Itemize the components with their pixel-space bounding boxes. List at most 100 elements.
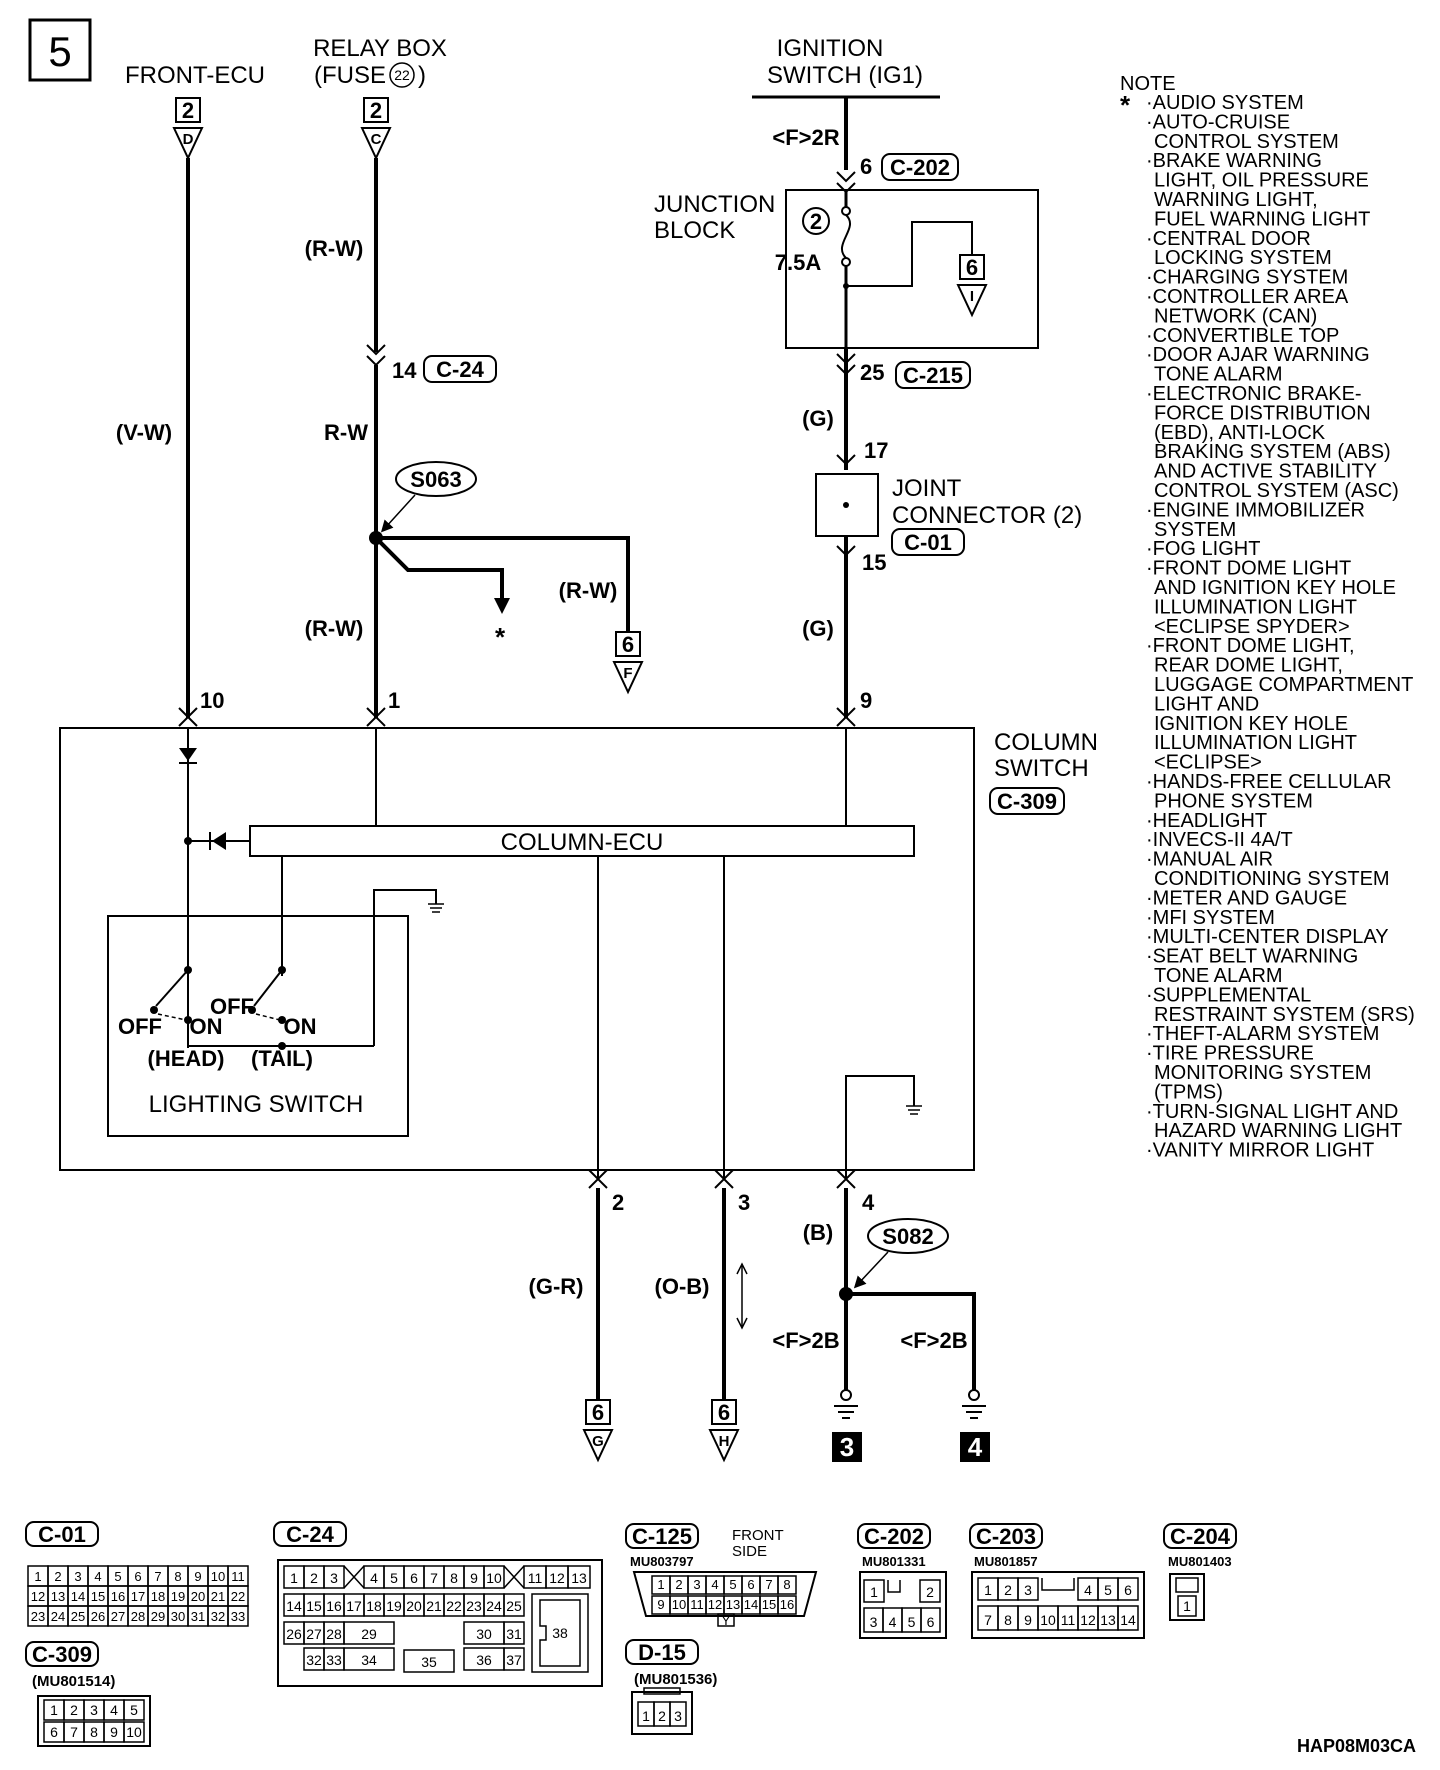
pin-number: 12 — [708, 1597, 722, 1612]
jb-fuse-rating: 7.5A — [775, 250, 822, 275]
front-ecu-page-box[interactable] — [175, 97, 201, 123]
front-ecu-diode — [179, 748, 197, 761]
ground-b-location: <F>2B — [900, 1328, 967, 1353]
relay-box-page-box[interactable] — [363, 97, 389, 123]
pin-number: 22 — [446, 1598, 462, 1614]
c202-id: C-202 — [890, 155, 950, 180]
note-line: HAZARD WARNING LIGHT — [1154, 1120, 1402, 1142]
joint-connector-dot — [843, 502, 849, 508]
c309-housing — [37, 1695, 151, 1747]
s082-splice-callout[interactable] — [867, 1218, 949, 1254]
pin-number: 1 — [984, 1582, 992, 1598]
pin-number: 6 — [50, 1724, 58, 1740]
pin-number: 2 — [70, 1702, 78, 1718]
pin-number: 35 — [421, 1654, 437, 1670]
pin-number: 37 — [506, 1652, 522, 1668]
note-star: * — [1120, 90, 1131, 120]
pin-number: 1 — [290, 1570, 298, 1586]
tail-on-label: ON — [284, 1014, 317, 1039]
ground-a-number: 3 — [840, 1432, 854, 1462]
pin-number: 12 — [31, 1589, 45, 1604]
pin-number: 9 — [657, 1597, 664, 1612]
pin-number: 5 — [114, 1569, 121, 1584]
pin17-mark — [836, 454, 856, 466]
c125-key-label: Y — [722, 1613, 731, 1628]
c215-id-box[interactable] — [895, 361, 971, 389]
pin-number: 25 — [506, 1598, 522, 1614]
jb-fuse-number: 2 — [810, 209, 822, 234]
c24-blank-cell — [503, 1565, 525, 1589]
pin-15: 15 — [862, 550, 886, 575]
head-off-label: OFF — [118, 1014, 162, 1039]
c125-conn-tag[interactable] — [625, 1523, 699, 1549]
note-line: <ECLIPSE SPYDER> — [1154, 616, 1350, 638]
head-switch-link — [157, 1013, 187, 1021]
c204-latch — [1175, 1577, 1199, 1593]
pin-4: 4 — [862, 1190, 875, 1215]
pin-cell — [123, 1699, 145, 1721]
pin-number: 16 — [780, 1597, 794, 1612]
pin-cell — [1177, 1595, 1197, 1617]
c01-conn-tag[interactable] — [25, 1521, 99, 1547]
d15-conn-tag[interactable] — [625, 1639, 699, 1665]
c202-housing — [859, 1571, 947, 1639]
pin-number: 30 — [171, 1609, 185, 1624]
pin-number: 23 — [31, 1609, 45, 1624]
pin-number: 2 — [310, 1570, 318, 1586]
note-line: REAR DOME LIGHT, — [1154, 655, 1343, 677]
c24-conn-tag[interactable] — [273, 1521, 347, 1547]
pin-number: 27 — [306, 1626, 322, 1642]
pin-number: 15 — [91, 1589, 105, 1604]
ground-a-box[interactable] — [832, 1432, 862, 1462]
pin-number: 27 — [111, 1609, 125, 1624]
c309-id-box[interactable] — [989, 787, 1065, 815]
ground-b-box[interactable] — [960, 1432, 990, 1462]
note-line: IGNITION KEY HOLE — [1154, 713, 1348, 735]
pin-10: 10 — [200, 688, 224, 713]
pin-number: 1 — [657, 1577, 664, 1592]
pin-number: 12 — [549, 1570, 565, 1586]
note-line: ·CHARGING SYSTEM — [1146, 267, 1348, 289]
i-branch-page-box[interactable] — [959, 254, 985, 280]
c204-conn-tag[interactable] — [1163, 1523, 1237, 1549]
c24-blank-cell — [343, 1565, 365, 1589]
c215-id: C-215 — [903, 363, 963, 388]
note-line: FUEL WARNING LIGHT — [1154, 208, 1370, 230]
note-line: TONE ALARM — [1154, 965, 1283, 987]
note-line: <ECLIPSE> — [1154, 752, 1262, 774]
tail-switch-link — [255, 1013, 281, 1021]
pin-number: 26 — [91, 1609, 105, 1624]
relay-box-fuse-label: (FUSE — [314, 62, 386, 89]
note-line: WARNING LIGHT, — [1154, 189, 1318, 211]
pin-cell — [503, 1593, 525, 1617]
pin-number: 1 — [50, 1702, 58, 1718]
c24-id: C-24 — [436, 357, 484, 382]
pin-number: 26 — [286, 1626, 302, 1642]
pin-number: 13 — [51, 1589, 65, 1604]
front-ecu-ref: D — [183, 131, 194, 148]
c202-conn-tag[interactable] — [857, 1523, 931, 1549]
pin-number: 8 — [90, 1724, 98, 1740]
pin-number: 14 — [1120, 1612, 1136, 1628]
c01-id-box[interactable] — [891, 528, 965, 556]
joint-connector-label: JOINT — [892, 475, 962, 502]
c125-side-1: FRONT — [732, 1527, 784, 1544]
s082-splice-label: S082 — [882, 1224, 933, 1249]
h-page-box[interactable] — [711, 1399, 737, 1425]
relay-wire-color-top: (R-W) — [305, 236, 364, 261]
f-branch-page-box[interactable] — [615, 631, 641, 657]
s063-splice-callout[interactable] — [395, 461, 477, 497]
c309-conn-tag[interactable] — [25, 1641, 99, 1667]
c24-id-box[interactable] — [423, 355, 497, 383]
c24-large-cavity-outline — [539, 1599, 581, 1667]
g-page-box[interactable] — [585, 1399, 611, 1425]
note-line: NETWORK (CAN) — [1154, 305, 1317, 327]
pin-9-mark — [836, 707, 856, 727]
c202-id-box[interactable] — [881, 153, 959, 181]
c203-conn-tag[interactable] — [969, 1523, 1043, 1549]
pin-number: 4 — [889, 1614, 897, 1630]
c203-part-number: MU801857 — [974, 1554, 1038, 1569]
